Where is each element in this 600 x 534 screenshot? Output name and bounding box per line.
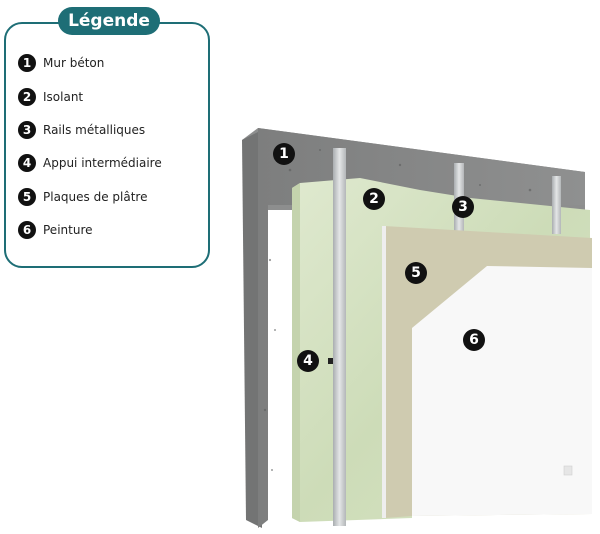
legend-item-label: Mur béton xyxy=(43,56,105,70)
legend-item-mur-beton: 1 Mur béton xyxy=(18,52,104,74)
number-badge-icon: 6 xyxy=(18,221,36,239)
legend-panel xyxy=(4,22,210,268)
intermediate-support xyxy=(328,358,333,364)
marker-6: 6 xyxy=(463,329,485,351)
legend-item-label: Plaques de plâtre xyxy=(43,190,148,204)
legend-item-rails: 3 Rails métalliques xyxy=(18,119,145,141)
number-badge-icon: 4 xyxy=(18,154,36,172)
legend-item-isolant: 2 Isolant xyxy=(18,86,83,108)
number-badge-icon: 3 xyxy=(18,121,36,139)
number-badge-icon: 1 xyxy=(18,54,36,72)
legend-item-label: Appui intermédiaire xyxy=(43,156,162,170)
legend-title: Légende xyxy=(58,7,160,35)
marker-3: 3 xyxy=(452,196,474,218)
marker-1: 1 xyxy=(273,143,295,165)
number-badge-icon: 5 xyxy=(18,188,36,206)
marker-5: 5 xyxy=(405,262,427,284)
legend-item-appui: 4 Appui intermédiaire xyxy=(18,152,162,174)
marker-2: 2 xyxy=(363,188,385,210)
paint-layer xyxy=(412,266,592,516)
number-badge-icon: 2 xyxy=(18,88,36,106)
marker-4: 4 xyxy=(297,350,319,372)
legend-item-plaques: 5 Plaques de plâtre xyxy=(18,186,147,208)
legend-item-label: Rails métalliques xyxy=(43,123,146,137)
legend-item-label: Isolant xyxy=(43,90,84,104)
legend-item-peinture: 6 Peinture xyxy=(18,219,93,241)
legend-item-label: Peinture xyxy=(43,223,93,237)
power-socket-icon xyxy=(563,465,573,476)
insulation-layer xyxy=(292,178,590,522)
